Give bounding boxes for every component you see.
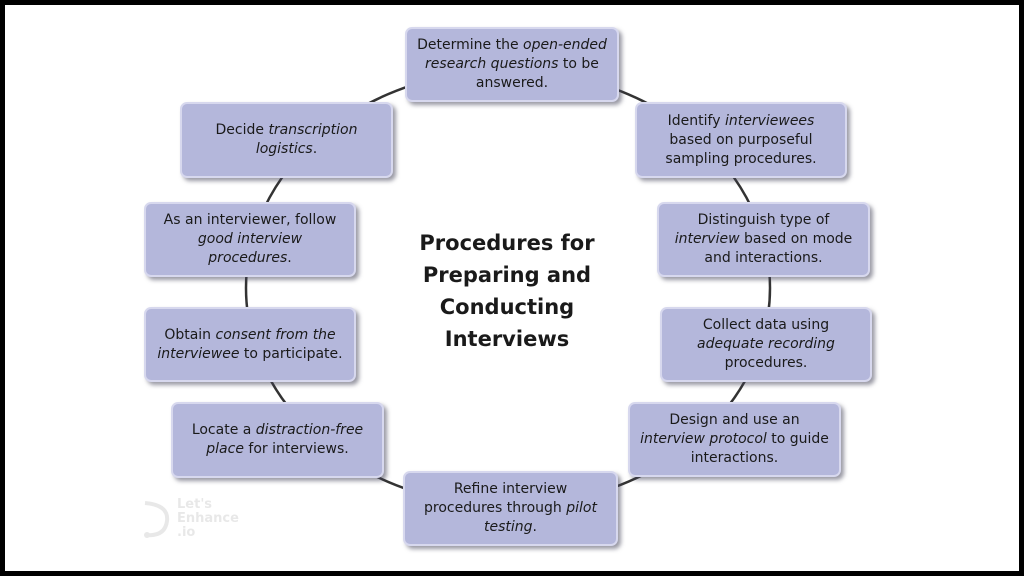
step-text-run: Distinguish type of: [697, 212, 830, 228]
step-text-run: As an interviewer, follow: [163, 212, 337, 228]
step-text-run: .: [287, 250, 292, 266]
step-text: Obtain consent from the interviewee to p…: [154, 326, 346, 364]
step-text-run: Obtain: [164, 326, 216, 343]
step-text-run: Design and use an: [669, 412, 800, 428]
step-text-emphasis: adequate recording: [697, 336, 835, 352]
step-obtain-consent: Obtain consent from the interviewee to p…: [144, 307, 356, 382]
step-text-emphasis: pilot testing: [484, 500, 597, 535]
step-interview-type: Distinguish type of interview based on m…: [657, 202, 870, 277]
step-text-emphasis: interview protocol: [640, 431, 767, 447]
step-text-run: based on mode and interactions.: [704, 231, 853, 266]
step-text-run: Refine interview procedures through: [424, 481, 568, 516]
step-text-run: for interviews.: [243, 441, 349, 457]
step-text: Locate a distraction-free place for inte…: [181, 421, 374, 459]
step-text-emphasis: interviewees: [724, 112, 815, 129]
step-text: Determine the open-ended research questi…: [415, 36, 609, 93]
step-distraction-free-place: Locate a distraction-free place for inte…: [171, 402, 384, 478]
step-text-run: to guide interactions.: [690, 431, 829, 466]
step-text-emphasis: good interview procedures: [197, 231, 303, 266]
step-text: Identify interviewees based on purposefu…: [645, 112, 837, 169]
step-text-emphasis: transcription logistics: [255, 122, 358, 157]
step-text-emphasis: distraction-free place: [206, 422, 364, 457]
step-pilot-testing: Refine interview procedures through pilo…: [403, 471, 618, 546]
step-text: Refine interview procedures through pilo…: [413, 480, 608, 537]
watermark-line-2: Enhance: [177, 511, 239, 526]
step-interview-protocol: Design and use an interview protocol to …: [628, 402, 841, 477]
watermark-line-1: Let's: [177, 497, 213, 512]
step-text-run: Collect data using: [702, 317, 830, 333]
step-text-run: based on purposeful sampling procedures.: [665, 131, 817, 167]
step-text-run: Decide: [215, 122, 269, 138]
step-text: Design and use an interview protocol to …: [638, 411, 831, 468]
watermark: Let's Enhance .io: [141, 497, 239, 541]
step-identify-interviewees: Identify interviewees based on purposefu…: [635, 102, 847, 178]
step-collect-data: Collect data using adequate recording pr…: [660, 307, 872, 382]
step-text: Distinguish type of interview based on m…: [667, 211, 860, 268]
step-text-run: Determine the: [417, 37, 524, 53]
step-text-emphasis: open-ended research questions: [425, 37, 607, 72]
step-text-run: to participate.: [239, 345, 343, 362]
diagram-title: Procedures for Preparing and Conducting …: [419, 231, 595, 351]
step-text-run: Identify: [667, 112, 725, 129]
step-transcription-logistics: Decide transcription logistics.: [180, 102, 393, 178]
watermark-line-3: .io: [177, 525, 196, 540]
step-text-emphasis: consent from the interviewee: [157, 326, 336, 362]
step-text-run: .: [312, 141, 318, 157]
step-text-emphasis: interview: [674, 231, 740, 247]
diagram-canvas: Determine the open-ended research questi…: [5, 5, 1019, 571]
step-text-run: Locate a: [191, 422, 256, 438]
step-good-procedures: As an interviewer, follow good interview…: [144, 202, 356, 277]
letsenhance-logo-icon: [144, 501, 170, 538]
step-text-run: .: [532, 519, 537, 535]
step-research-questions: Determine the open-ended research questi…: [405, 27, 619, 102]
step-text: Decide transcription logistics.: [190, 121, 383, 159]
step-text: Collect data using adequate recording pr…: [670, 316, 862, 373]
step-text-run: procedures.: [724, 355, 808, 371]
step-text-run: to be answered.: [475, 56, 599, 91]
step-text: As an interviewer, follow good interview…: [154, 211, 346, 268]
